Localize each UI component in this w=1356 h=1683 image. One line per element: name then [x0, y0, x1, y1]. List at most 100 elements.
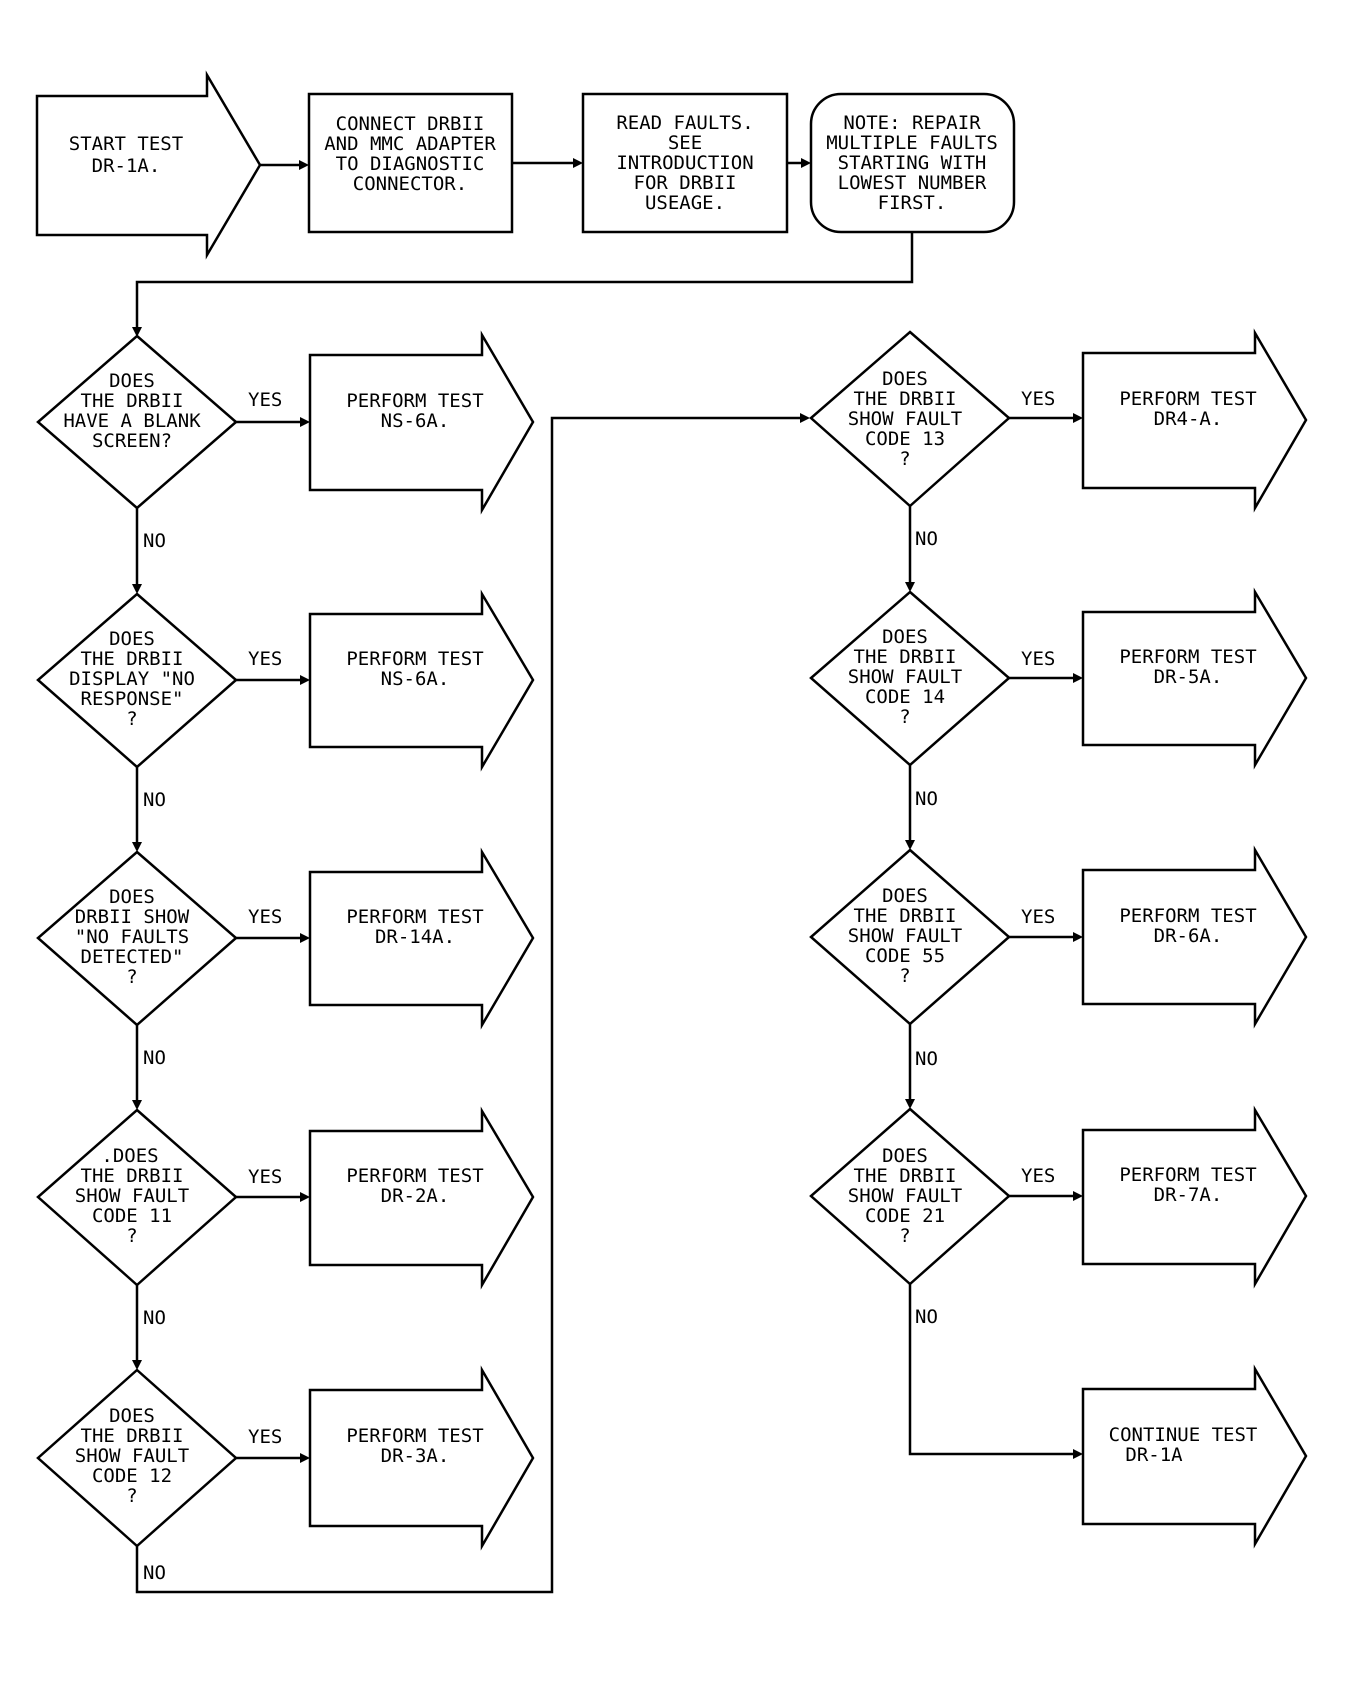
- right-q3-line-3: SHOW FAULT: [848, 925, 962, 947]
- right-q3-line-5: ?: [899, 965, 910, 987]
- left-no-label-1: NO: [143, 530, 166, 552]
- connect-line-4: CONNECTOR.: [353, 173, 467, 195]
- note-node: NOTE: REPAIR MULTIPLE FAULTS STARTING WI…: [809, 92, 1016, 234]
- right-action-2: PERFORM TEST DR-5A.: [1081, 587, 1308, 770]
- right-decision-2: DOES THE DRBII SHOW FAULT CODE 14 ?: [809, 590, 1011, 767]
- left-q2-line-3: DISPLAY "NO: [69, 668, 195, 690]
- left-yes-label-3: YES: [248, 906, 282, 928]
- right-a3-line-2: DR-6A.: [1154, 925, 1223, 947]
- right-q1-line-2: THE DRBII: [854, 388, 957, 410]
- right-a2-line-2: DR-5A.: [1154, 666, 1223, 688]
- note-line-2: MULTIPLE FAULTS: [826, 132, 998, 154]
- note-line-3: STARTING WITH: [838, 152, 987, 174]
- right-yes-label-2: YES: [1021, 648, 1055, 670]
- continue-line-1: CONTINUE TEST: [1109, 1424, 1258, 1446]
- left-a3-line-2: DR-14A.: [375, 926, 455, 948]
- left-a4-line-1: PERFORM TEST: [346, 1165, 483, 1187]
- left-yes-label-4: YES: [248, 1166, 282, 1188]
- left-q2-line-2: THE DRBII: [81, 648, 184, 670]
- right-q2-line-3: SHOW FAULT: [848, 666, 962, 688]
- right-q2-line-4: CODE 14: [865, 686, 945, 708]
- left-q2-line-5: ?: [126, 708, 137, 730]
- continue-line-2: DR-1A: [1125, 1444, 1183, 1466]
- right-a1-line-2: DR4-A.: [1154, 408, 1223, 430]
- right-yes-label-3: YES: [1021, 906, 1055, 928]
- left-q3-line-4: DETECTED": [81, 946, 184, 968]
- left-action-3: PERFORM TEST DR-14A.: [308, 847, 535, 1030]
- right-a2-line-1: PERFORM TEST: [1119, 646, 1256, 668]
- right-yes-label-1: YES: [1021, 388, 1055, 410]
- right-decision-3: DOES THE DRBII SHOW FAULT CODE 55 ?: [809, 848, 1011, 1026]
- read-faults-line-5: USEAGE.: [645, 192, 725, 214]
- right-a4-line-1: PERFORM TEST: [1119, 1164, 1256, 1186]
- left-no-label-4: NO: [143, 1307, 166, 1329]
- left-decision-1: DOES THE DRBII HAVE A BLANK SCREEN?: [36, 334, 238, 510]
- left-yes-label-1: YES: [248, 389, 282, 411]
- right-q4-line-2: THE DRBII: [854, 1165, 957, 1187]
- start-test-line-1: START TEST: [69, 133, 183, 155]
- right-action-3: PERFORM TEST DR-6A.: [1081, 845, 1308, 1029]
- note-line-1: NOTE: REPAIR: [843, 112, 981, 134]
- left-yes-label-5: YES: [248, 1426, 282, 1448]
- left-q4-line-2: THE DRBII: [81, 1165, 184, 1187]
- left-action-1: PERFORM TEST NS-6A.: [308, 330, 535, 515]
- left-q5-line-5: ?: [126, 1485, 137, 1507]
- left-no-label-3: NO: [143, 1047, 166, 1069]
- connect-adapter-node: CONNECT DRBII AND MMC ADAPTER TO DIAGNOS…: [307, 92, 514, 234]
- left-q3-line-1: DOES: [109, 886, 155, 908]
- left-decision-2: DOES THE DRBII DISPLAY "NO RESPONSE" ?: [36, 592, 238, 769]
- start-test-node: START TEST DR-1A.: [35, 70, 262, 260]
- connect-line-2: AND MMC ADAPTER: [324, 133, 496, 155]
- left-q1-line-3: HAVE A BLANK: [63, 410, 201, 432]
- right-a3-line-1: PERFORM TEST: [1119, 905, 1256, 927]
- left-a2-line-1: PERFORM TEST: [346, 648, 483, 670]
- right-q1-line-4: CODE 13: [865, 428, 945, 450]
- right-q2-line-5: ?: [899, 706, 910, 728]
- read-faults-line-4: FOR DRBII: [634, 172, 737, 194]
- start-test-line-2: DR-1A.: [92, 155, 161, 177]
- left-a5-line-1: PERFORM TEST: [346, 1425, 483, 1447]
- right-q4-line-5: ?: [899, 1225, 910, 1247]
- left-decision-3: DOES DRBII SHOW "NO FAULTS DETECTED" ?: [36, 850, 238, 1027]
- left-decision-4: .DOES THE DRBII SHOW FAULT CODE 11 ?: [36, 1108, 238, 1287]
- right-q2-line-2: THE DRBII: [854, 646, 957, 668]
- left-q1-line-1: DOES: [109, 370, 155, 392]
- right-q4-line-4: CODE 21: [865, 1205, 945, 1227]
- read-faults-line-1: READ FAULTS.: [616, 112, 753, 134]
- left-q2-line-4: RESPONSE": [81, 688, 184, 710]
- left-q5-line-2: THE DRBII: [81, 1425, 184, 1447]
- left-q2-line-1: DOES: [109, 628, 155, 650]
- right-no-label-2: NO: [915, 788, 938, 810]
- right-a1-line-1: PERFORM TEST: [1119, 388, 1256, 410]
- connect-line-1: CONNECT DRBII: [336, 113, 485, 135]
- left-a1-line-1: PERFORM TEST: [346, 390, 483, 412]
- left-q3-line-3: "NO FAULTS: [75, 926, 189, 948]
- right-no-label-4: NO: [915, 1306, 938, 1328]
- left-action-5: PERFORM TEST DR-3A.: [308, 1365, 535, 1551]
- left-q1-line-2: THE DRBII: [81, 390, 184, 412]
- right-action-1: PERFORM TEST DR4-A.: [1081, 328, 1308, 513]
- connect-line-3: TO DIAGNOSTIC: [336, 153, 485, 175]
- left-a2-line-2: NS-6A.: [381, 668, 450, 690]
- left-no-label-2: NO: [143, 789, 166, 811]
- left-q5-line-1: DOES: [109, 1405, 155, 1427]
- left-a4-line-2: DR-2A.: [381, 1185, 450, 1207]
- left-q4-line-4: CODE 11: [92, 1205, 172, 1227]
- top-connectors: [132, 158, 914, 337]
- left-a1-line-2: NS-6A.: [381, 410, 450, 432]
- left-a5-line-2: DR-3A.: [381, 1445, 450, 1467]
- continue-test-node: CONTINUE TEST DR-1A: [1081, 1364, 1308, 1549]
- right-q3-line-1: DOES: [882, 885, 928, 907]
- right-no-label-3: NO: [915, 1048, 938, 1070]
- right-decision-1: DOES THE DRBII SHOW FAULT CODE 13 ?: [809, 330, 1011, 508]
- right-yes-label-4: YES: [1021, 1165, 1055, 1187]
- right-q4-line-1: DOES: [882, 1145, 928, 1167]
- left-yes-label-2: YES: [248, 648, 282, 670]
- left-decision-5: DOES THE DRBII SHOW FAULT CODE 12 ?: [36, 1368, 238, 1548]
- read-faults-line-2: SEE: [668, 132, 702, 154]
- left-q4-line-5: ?: [126, 1225, 137, 1247]
- note-line-4: LOWEST NUMBER: [838, 172, 987, 194]
- left-q4-line-1: .DOES: [101, 1145, 158, 1167]
- right-q3-line-4: CODE 55: [865, 945, 945, 967]
